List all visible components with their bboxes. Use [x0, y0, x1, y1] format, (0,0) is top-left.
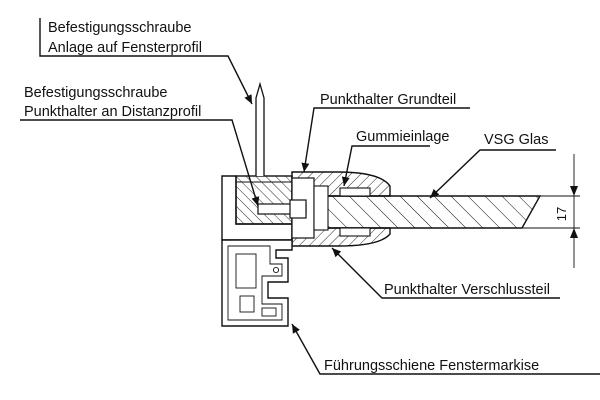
- fixing-screw-vertical: [255, 81, 265, 176]
- label-vsg-glass: VSG Glas: [484, 132, 548, 148]
- guide-rail-profile: [221, 239, 293, 327]
- leader-lines: [20, 18, 600, 375]
- rubber-insert-bottom: [339, 227, 371, 237]
- rubber-insert-top: [339, 187, 371, 197]
- point-holder-base: [291, 171, 391, 247]
- vsg-glass-pane: [299, 195, 542, 229]
- label-guide-rail: Führungsschiene Fenstermarkise: [324, 358, 539, 374]
- fixing-screw-horizontal: [257, 199, 307, 219]
- dimension-value: 17: [554, 207, 569, 221]
- label-screw-distance-line2: Punkthalter an Distanzprofil: [24, 104, 201, 120]
- label-rubber-insert: Gummieinlage: [356, 129, 450, 145]
- label-point-holder-base: Punkthalter Grundteil: [320, 92, 456, 108]
- label-screw-window-line2: Anlage auf Fensterprofil: [48, 40, 202, 56]
- dimension-17: 17: [522, 154, 580, 268]
- label-point-holder-closure: Punkthalter Verschlussteil: [384, 282, 550, 298]
- label-screw-distance-line1: Befestigungsschraube: [24, 85, 168, 101]
- label-screw-window-line1: Befestigungsschraube: [48, 20, 192, 36]
